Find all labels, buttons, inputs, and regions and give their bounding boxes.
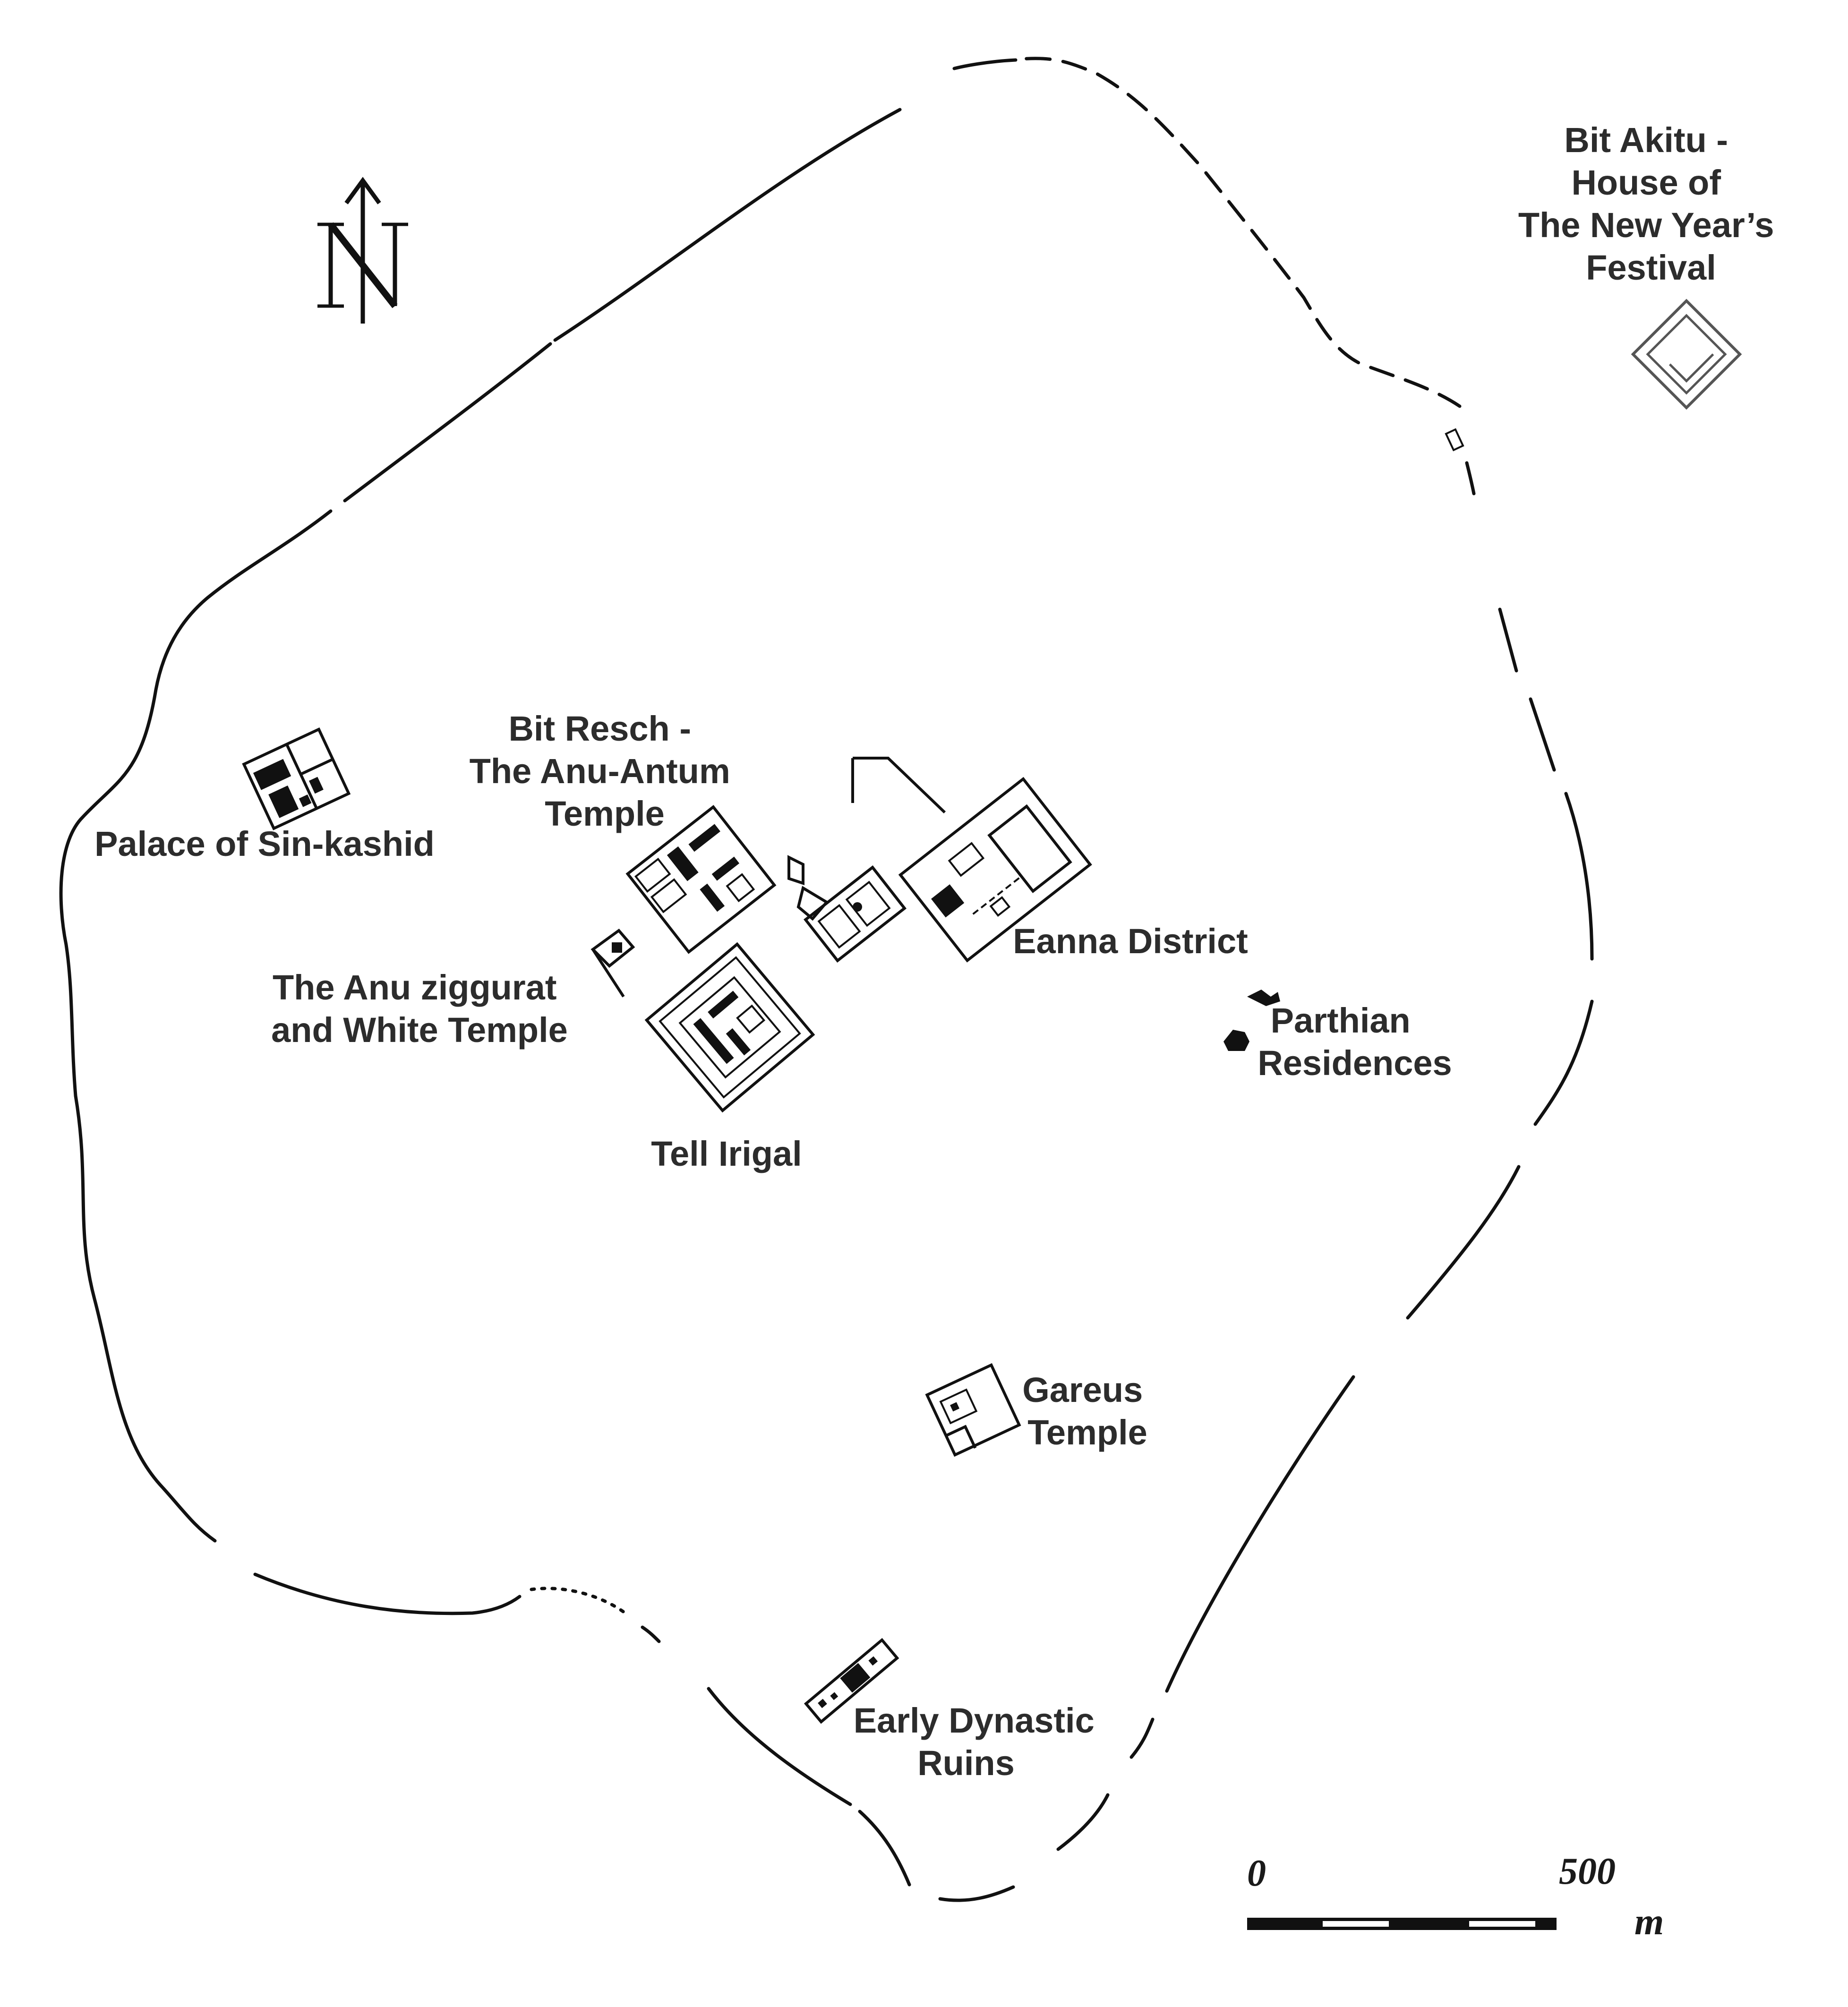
tell-irigal-plan <box>644 942 815 1113</box>
scale-unit-label: m <box>1634 1901 1664 1943</box>
eanna-label: Eanna District <box>1013 922 1248 961</box>
parthian-plan <box>1223 990 1280 1051</box>
small-structure <box>590 928 635 998</box>
bit-akitu-plan <box>1631 299 1742 410</box>
scale-bar-segment <box>1323 1921 1389 1927</box>
palace-label: Palace of Sin-kashid <box>94 824 435 863</box>
north-arrow-icon <box>317 177 408 324</box>
early-dynastic-plan <box>804 1638 899 1724</box>
early-dynastic-label: Early Dynastic Ruins <box>854 1701 1104 1783</box>
bit-resch-label: Bit Resch - The Anu-Antum Temple <box>470 709 740 833</box>
palace-plan <box>242 727 351 830</box>
bit-akitu-label: Bit Akitu - House of The New Year’s Fest… <box>1518 120 1784 287</box>
gareus-label: Gareus Temple <box>1022 1370 1153 1452</box>
bit-resch-plan <box>625 805 777 954</box>
scale-bar: 0 500 m <box>1247 1851 1664 1943</box>
scale-start-label: 0 <box>1247 1853 1266 1894</box>
scale-bar-segment <box>1469 1921 1535 1927</box>
tell-irigal-label: Tell Irigal <box>651 1134 802 1173</box>
gareus-plan <box>925 1363 1021 1457</box>
eanna-plan <box>787 757 1092 963</box>
anu-ziggurat-label: The Anu ziggurat and White Temple <box>271 968 568 1050</box>
parthian-label: Parthian Residences <box>1258 1001 1452 1083</box>
city-wall <box>59 57 1594 1902</box>
scale-end-label: 500 <box>1559 1851 1616 1892</box>
